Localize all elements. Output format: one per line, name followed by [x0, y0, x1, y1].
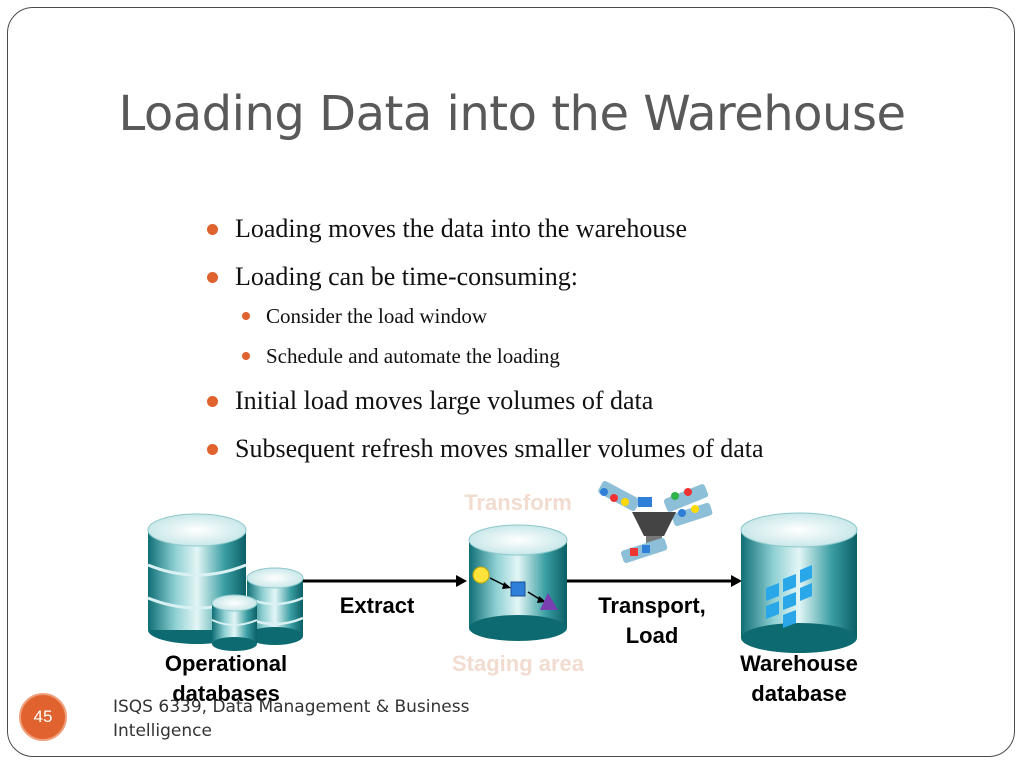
slide-title: Loading Data into the Warehouse	[118, 86, 907, 142]
bullet-dot-icon	[207, 444, 218, 455]
extract-label: Extract	[339, 593, 415, 618]
bullet-dot-icon	[207, 396, 218, 407]
transform-machine-icon	[598, 481, 713, 563]
footer-text: ISQS 6339, Data Management & Business In…	[113, 697, 470, 741]
bullet-item: Initial load moves large volumes of data	[204, 384, 764, 418]
sub-bullet-text: Consider the load window	[266, 304, 488, 328]
bullet-dot-icon	[242, 352, 250, 360]
operational-label-line1: Operational	[164, 651, 288, 676]
purple-pyramid-icon	[540, 593, 558, 610]
transport-label-line1: Transport,	[598, 593, 706, 618]
warehouse-cube-icon	[766, 565, 812, 628]
sub-bullet-text: Schedule and automate the loading	[266, 344, 560, 368]
operational-databases-label: Operational databases	[140, 649, 312, 709]
bullet-text: Loading moves the data into the warehous…	[235, 214, 687, 243]
bullet-item: Loading moves the data into the warehous…	[204, 212, 764, 246]
warehouse-label-line2: database	[751, 681, 847, 706]
bullet-text: Loading can be time-consuming:	[235, 262, 578, 291]
bullet-item: Subsequent refresh moves smaller volumes…	[204, 432, 764, 466]
sub-bullet-item: Schedule and automate the loading	[204, 342, 764, 370]
load-arrow-icon	[567, 575, 742, 587]
transport-load-label: Transport, Load	[582, 591, 722, 651]
bullet-dot-icon	[242, 312, 250, 320]
bullet-text: Initial load moves large volumes of data	[235, 386, 654, 415]
slide-frame	[7, 7, 1015, 757]
page-number-badge: 45	[19, 693, 67, 741]
staging-area-label: Staging area	[451, 651, 585, 676]
transform-label: Transform	[464, 490, 572, 515]
yellow-sphere-icon	[472, 566, 490, 584]
bullet-dot-icon	[207, 224, 218, 235]
bullet-dot-icon	[207, 272, 218, 283]
warehouse-database-icon	[740, 512, 858, 653]
transport-label-line2: Load	[625, 623, 679, 648]
warehouse-database-label: Warehouse database	[718, 649, 880, 709]
bullet-list: Loading moves the data into the warehous…	[204, 212, 764, 480]
extract-arrow-icon	[303, 575, 467, 587]
sub-bullet-item: Consider the load window	[204, 302, 764, 330]
blue-cube-icon	[510, 581, 526, 597]
staging-area-icon	[468, 524, 568, 641]
bullet-text: Subsequent refresh moves smaller volumes…	[235, 434, 764, 463]
bullet-item: Loading can be time-consuming:	[204, 260, 764, 294]
operational-databases-icon	[147, 513, 304, 651]
warehouse-label-line1: Warehouse	[740, 651, 858, 676]
operational-label-line2: databases	[172, 681, 280, 706]
